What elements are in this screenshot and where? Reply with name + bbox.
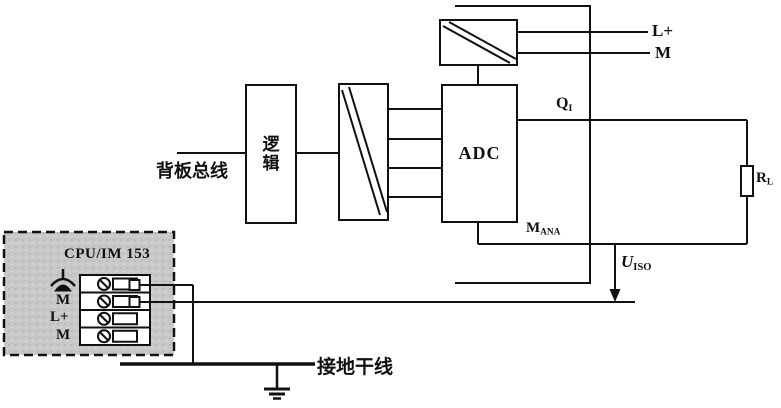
shield-ground-wire	[139, 284, 194, 364]
functional-earth-icon	[50, 269, 76, 292]
load-resistor-label: RL	[756, 170, 773, 188]
rl-base: R	[756, 170, 767, 186]
logic-box-label: 逻 辑	[246, 85, 296, 223]
adc-box	[441, 84, 518, 223]
terminal-label-lplus: L+	[50, 309, 69, 325]
qi-base: Q	[556, 95, 569, 112]
mana-base: M	[526, 220, 541, 236]
terminal-row	[97, 277, 141, 291]
mana-wire	[477, 222, 747, 245]
load-resistor	[740, 120, 754, 244]
module-frame	[455, 5, 591, 284]
qi-sub: I	[568, 102, 573, 114]
terminal-row	[97, 311, 138, 326]
wire-connector-icon	[128, 279, 141, 291]
logic-char-1: 逻	[262, 134, 280, 154]
terminal-row	[97, 329, 138, 344]
qi-output-label: QI	[556, 95, 572, 114]
mana-label: MANA	[526, 220, 560, 238]
uiso-label: UISO	[621, 252, 651, 273]
rl-sub: L	[766, 177, 774, 188]
terminal-block	[79, 274, 151, 346]
uiso-arrow	[609, 244, 621, 302]
terminal-label-m: M	[56, 327, 71, 343]
earth-ground-icon	[264, 364, 290, 400]
supply-m-label: M	[655, 43, 672, 62]
ground-bus-label: 接地干线	[317, 357, 394, 378]
dcdc-converter-box	[439, 19, 518, 66]
isolation-adc-wires	[388, 108, 442, 198]
logic-char-2: 辑	[262, 153, 280, 173]
backplane-bus-label: 背板总线	[156, 161, 228, 181]
isolation-diagonal-icon	[442, 21, 517, 64]
isolation-barrier-box	[338, 83, 389, 221]
terminal-row	[97, 294, 141, 309]
uiso-base: U	[621, 252, 634, 271]
wire-connector-icon	[128, 296, 141, 308]
mana-sub: ANA	[540, 227, 561, 238]
cpu-im153-title: CPU/IM 153	[64, 246, 151, 262]
isolation-diagonal-icon	[341, 86, 388, 216]
adc-label: ADC	[458, 143, 501, 163]
uiso-sub: ISO	[633, 261, 652, 273]
resistor-icon	[740, 165, 754, 197]
supply-lplus-label: L+	[652, 21, 674, 40]
terminal-label-m: M	[56, 292, 71, 308]
